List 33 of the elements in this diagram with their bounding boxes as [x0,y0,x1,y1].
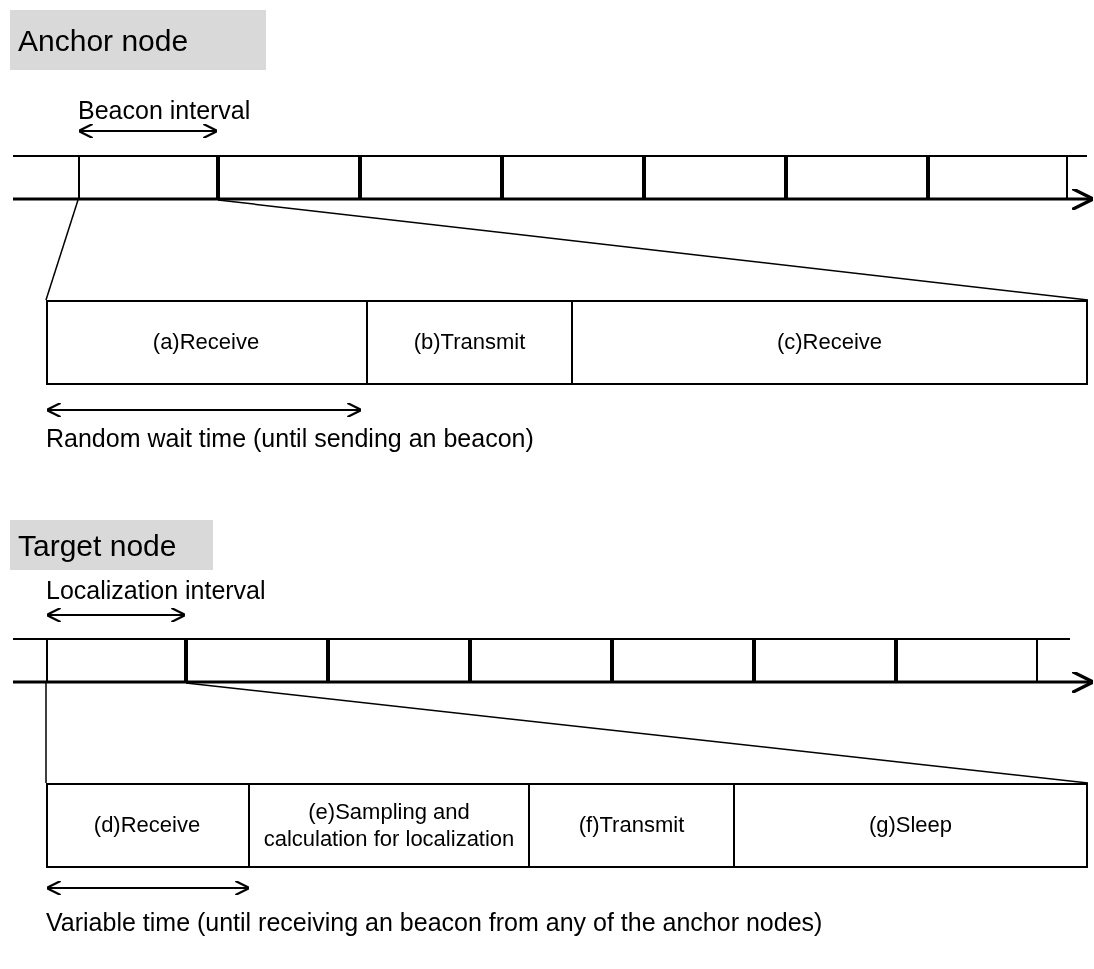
time-slot [786,155,928,200]
phase-cell: (e)Sampling and calculation for localization [250,783,530,868]
section-heading-band: Target node [10,520,213,570]
time-slot [612,638,754,683]
phase-cell: (d)Receive [46,783,250,868]
phase-cell: (g)Sleep [735,783,1088,868]
expanded-slot-bar [46,783,1088,868]
zoom-line [217,199,1089,301]
annotation-text: Localization interval [46,575,266,606]
time-slot [78,155,218,200]
time-slot [218,155,360,200]
time-slot [928,155,1068,200]
expanded-slot-bar [46,300,1088,385]
zoom-line [45,682,47,784]
annotation-text: Random wait time (until sending an beacon) [46,423,534,454]
phase-cell: (a)Receive [46,300,368,385]
annotation-text: Variable time (until receiving an beacon from any of the anchor nodes) [46,907,823,938]
time-slot [470,638,612,683]
phase-cell: (c)Receive [573,300,1088,385]
time-slot [754,638,896,683]
time-slot [502,155,644,200]
zoom-line [45,199,79,301]
time-slot [46,638,186,683]
time-slot [328,638,470,683]
time-slot [896,638,1038,683]
annotation-text: Beacon interval [78,95,251,126]
zoom-line [185,682,1089,784]
time-slot [644,155,786,200]
phase-cell: (f)Transmit [530,783,735,868]
time-slot [360,155,502,200]
section-heading-band: Anchor node [10,10,266,70]
phase-cell: (b)Transmit [368,300,573,385]
time-slot [186,638,328,683]
